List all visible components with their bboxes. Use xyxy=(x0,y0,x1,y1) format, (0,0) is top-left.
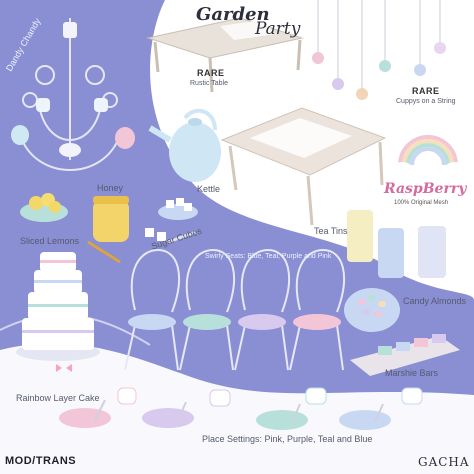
label-marshie-bars: Marshie Bars xyxy=(385,368,439,378)
chandelier-cup-blue xyxy=(11,125,29,145)
marshie-bars-icon xyxy=(350,334,460,376)
seat-purple xyxy=(238,314,286,330)
tea-tins-icon xyxy=(347,210,446,278)
chandelier-glass-left xyxy=(36,98,50,112)
swirly-seats-icon xyxy=(124,248,345,371)
gacha-label: GACHA xyxy=(418,455,470,469)
rare-badge-table: RARE xyxy=(197,68,225,78)
rainbow-cake-icon xyxy=(16,252,100,361)
cake-bow-icon xyxy=(56,364,72,372)
mod-trans-label: MOD/TRANS xyxy=(5,455,77,467)
chandelier-glass-right xyxy=(94,98,108,112)
chandelier-icon xyxy=(21,18,119,171)
seat-pink xyxy=(293,314,341,330)
lace-table-icon xyxy=(220,107,387,226)
label-swirly-seats: Swirly Seats: Blue, Teal, Purple and Pin… xyxy=(205,253,332,260)
sugar-cubes-icon xyxy=(145,198,198,244)
honey-jar-icon xyxy=(87,196,129,264)
cup-pink xyxy=(312,52,324,64)
white-floor xyxy=(0,343,474,474)
label-place-settings: Place Settings: Pink, Purple, Teal and B… xyxy=(202,434,373,444)
label-rainbow-cake: Rainbow Layer Cake xyxy=(16,393,100,403)
candy-almonds-icon xyxy=(344,288,400,332)
place-settings-icon xyxy=(59,387,423,430)
sliced-lemons-icon xyxy=(20,193,68,222)
seat-teal xyxy=(183,314,231,330)
rare-badge-cuppys: RARE xyxy=(412,86,440,96)
chandelier-base xyxy=(59,143,81,157)
chandelier-cup-pink xyxy=(115,127,135,149)
title-party: Party xyxy=(255,19,301,39)
label-tea-tins: Tea Tins xyxy=(314,226,348,236)
rustic-table-icon xyxy=(146,17,304,93)
brand-name: RaspBerry xyxy=(384,181,467,197)
label-rustic-table: Rustic Table xyxy=(190,80,229,87)
cup-peach xyxy=(356,88,368,100)
cup-teal xyxy=(379,60,391,72)
cup-lilac xyxy=(434,42,446,54)
label-honey: Honey xyxy=(97,183,124,193)
raspberry-logo-icon xyxy=(392,135,465,174)
label-candy-almonds: Candy Almonds xyxy=(403,296,467,306)
label-cuppys: Cuppys on a String xyxy=(396,98,456,105)
cuppys-on-string-icon xyxy=(317,0,441,90)
title-garden: Garden xyxy=(196,4,270,25)
label-sliced-lemons: Sliced Lemons xyxy=(20,236,80,246)
seat-blue xyxy=(128,314,176,330)
kettle-icon xyxy=(148,108,221,182)
cup-blue xyxy=(414,64,426,76)
cup-purple xyxy=(332,78,344,90)
brand-tagline: 100% Original Mesh xyxy=(394,200,449,206)
label-kettle: Kettle xyxy=(197,184,221,194)
chandelier-top-glass xyxy=(63,22,77,38)
